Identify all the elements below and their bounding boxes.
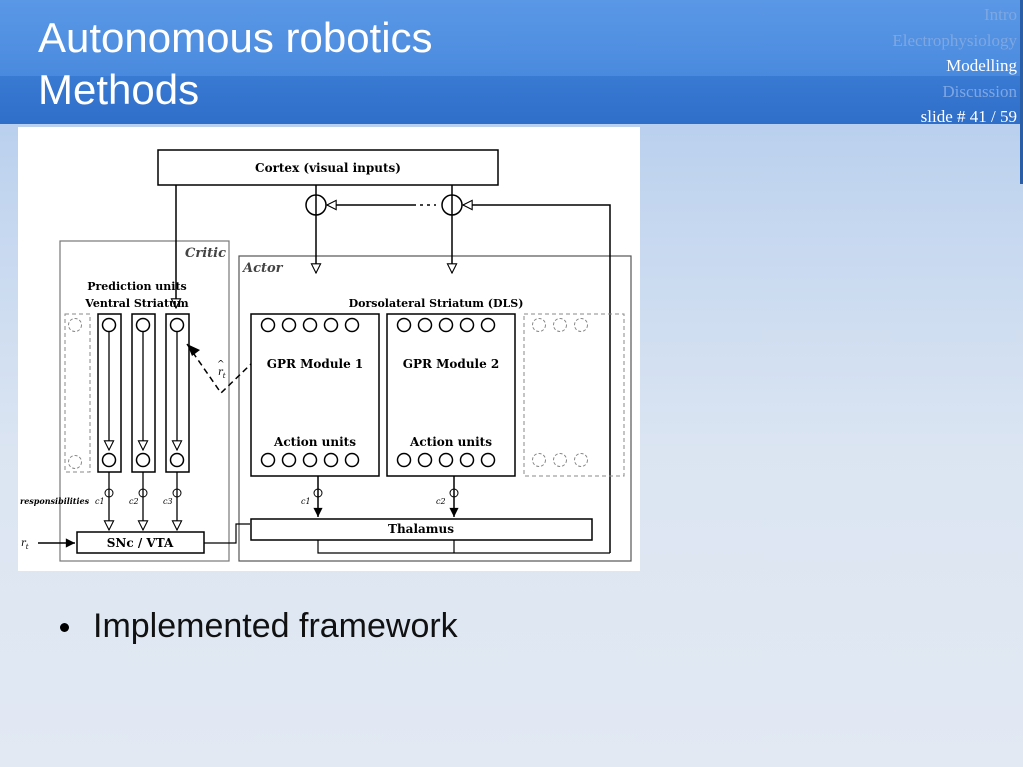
ghost-prediction-column — [64, 313, 91, 473]
architecture-diagram: Cortex (visual inputs) Critic Actor Pred… — [18, 127, 640, 571]
bullet-dot-icon — [60, 623, 69, 632]
slide-title-line-2: Methods — [38, 66, 200, 113]
actor-c1-label: c1 — [301, 497, 311, 506]
c3-label: c3 — [163, 497, 173, 506]
slide-title-line-1: Autonomous robotics — [38, 14, 433, 61]
gpr1-action-units — [260, 452, 360, 468]
dls-label: Dorsolateral Striatum (DLS) — [349, 297, 524, 310]
r-hat-caret: ^ — [217, 360, 225, 370]
ghost-units — [532, 318, 588, 467]
cortex-box — [157, 149, 499, 186]
gpr-module-2 — [386, 313, 516, 477]
feedback-arrow-2 — [463, 205, 611, 553]
section-nav: Intro Electrophysiology Modelling Discus… — [892, 2, 1017, 130]
ghost-unit — [68, 318, 82, 332]
critic-group — [59, 240, 230, 562]
prediction-unit — [169, 452, 185, 468]
header-band — [0, 0, 1023, 76]
gpr-module-1 — [250, 313, 380, 477]
diagram-svg: Cortex (visual inputs) Critic Actor Pred… — [20, 149, 632, 562]
thalamus-box — [250, 518, 593, 541]
actor-group — [238, 255, 632, 562]
nav-item-electrophysiology[interactable]: Electrophysiology — [892, 30, 1017, 50]
ventral-striatum-label: Ventral Striatum — [84, 297, 189, 310]
snc-vta-label: SNc / VTA — [107, 536, 174, 550]
slide-header — [0, 0, 1023, 124]
slide-counter: slide # 41 / 59 — [920, 107, 1017, 126]
prediction-unit — [135, 317, 151, 333]
gpr-module-1-label: GPR Module 1 — [267, 357, 364, 371]
action-units-label-2: Action units — [409, 435, 492, 449]
nav-item-discussion[interactable]: Discussion — [942, 81, 1017, 101]
action-units-label-1: Action units — [273, 435, 356, 449]
gpr-module-2-label: GPR Module 2 — [403, 357, 500, 371]
prediction-error-arrowhead — [187, 344, 200, 356]
thalamus-feedback-line — [317, 540, 610, 554]
gpr2-action-units — [396, 452, 496, 468]
thalamus-label: Thalamus — [388, 522, 454, 536]
critic-label: Critic — [185, 246, 226, 261]
nav-item-modelling[interactable]: Modelling — [946, 56, 1017, 75]
c2-label: c2 — [129, 497, 139, 506]
responsibilities-label: responsibilities — [20, 496, 90, 506]
actor-c2-label: c2 — [436, 497, 446, 506]
bullet-text: Implemented framework — [93, 607, 458, 645]
c1-label: c1 — [95, 497, 105, 506]
prediction-unit — [101, 452, 117, 468]
r-hat-label: rt — [218, 367, 226, 380]
prediction-units-label: Prediction units — [87, 280, 187, 293]
snc-to-actor-link — [204, 523, 250, 544]
ghost-unit — [68, 455, 82, 469]
actor-label: Actor — [241, 261, 284, 276]
gpr2-input-units — [396, 317, 496, 333]
gpr1-input-units — [260, 317, 360, 333]
ghost-gpr-module — [523, 313, 625, 477]
nav-item-intro[interactable]: Intro — [983, 5, 1017, 24]
prediction-unit — [101, 317, 117, 333]
prediction-unit — [169, 317, 185, 333]
prediction-unit — [135, 452, 151, 468]
cortex-label: Cortex (visual inputs) — [255, 161, 401, 175]
reward-label: rt — [21, 538, 29, 551]
header-edge — [1020, 0, 1023, 184]
